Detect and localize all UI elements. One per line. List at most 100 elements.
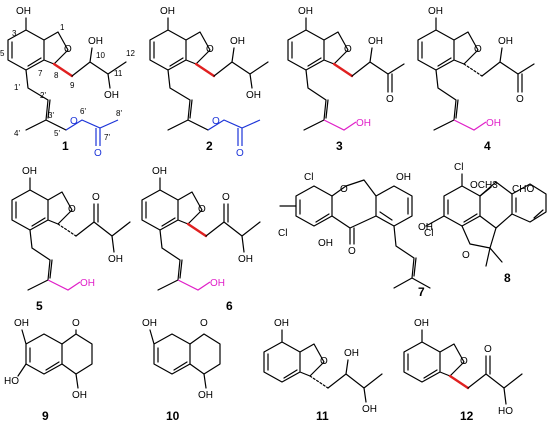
c8-o-ring: O [462, 250, 470, 261]
c12-oh-side: HO [498, 406, 513, 417]
c3-o-ring: O [344, 44, 352, 55]
compound-6: OH O O OH OH 6 [141, 166, 261, 313]
c4-o-ring: O [474, 44, 482, 55]
c6-number: 6 [226, 299, 233, 313]
compound-12: OH O O HO 12 [403, 318, 523, 423]
c1-oh-top: OH [16, 6, 31, 17]
compound-7: O OH Cl Cl OH OH O 7 [278, 172, 433, 299]
c4-oh-end: OH [486, 118, 501, 129]
c8-cl-b: Cl [424, 228, 433, 239]
c1-loc-8: 8 [54, 71, 59, 80]
compound-2: OH O OH OH O O 2 [149, 6, 269, 159]
c2-o-ring: O [206, 44, 214, 55]
c6-oh-top: OH [152, 166, 167, 177]
c7-oh-a: OH [396, 172, 411, 183]
c4-o-keto: O [516, 94, 524, 105]
c11-oh-top: OH [274, 318, 289, 329]
c6-oh-side: OH [238, 254, 253, 265]
c10-oh-c: OH [198, 390, 213, 401]
c5-number: 5 [36, 299, 43, 313]
c9-oh-b: HO [4, 376, 19, 387]
c7-oh-b: OH [318, 238, 333, 249]
c8-cl-a: Cl [454, 162, 463, 173]
c6-o-ring: O [198, 204, 206, 215]
c1-loc-8p: 8' [116, 109, 122, 118]
compound-10: OH O OH 10 [142, 318, 221, 423]
c5-oh-side: OH [108, 254, 123, 265]
c12-o-keto: O [484, 344, 492, 355]
c4-number: 4 [484, 139, 491, 153]
c7-o-ring: O [340, 184, 348, 195]
c9-oh-a: OH [14, 318, 29, 329]
c4-oh-side: OH [498, 36, 513, 47]
c1-number: 1 [62, 139, 69, 153]
c5-oh-top: OH [22, 166, 37, 177]
c2-o-ester: O [212, 116, 220, 127]
c9-o-keto: O [72, 318, 80, 329]
c3-o-keto: O [386, 94, 394, 105]
c8-cho: CHO [512, 184, 534, 195]
compound-5: OH O O OH OH 5 [11, 166, 131, 313]
c1-o-ester: O [70, 116, 78, 127]
c3-number: 3 [336, 139, 343, 153]
c1-loc-5: 5 [0, 49, 5, 58]
c1-loc-1: 1 [60, 23, 65, 32]
compound-8: Cl OCH3 CHO Cl O 8 [424, 162, 547, 285]
c6-oh-end: OH [210, 278, 225, 289]
c12-oh-top: OH [414, 318, 429, 329]
c1-loc-3: 3 [12, 29, 17, 38]
c10-o-keto: O [200, 318, 208, 329]
c7-cl-a: Cl [304, 172, 313, 183]
c12-number: 12 [460, 409, 474, 423]
c7-oh-c: OH [418, 222, 433, 233]
c1-oh-a: OH [88, 36, 103, 47]
compound-4: OH O OH O OH 4 [417, 6, 535, 153]
c2-oh-top: OH [160, 6, 175, 17]
c7-cl-b: Cl [278, 228, 287, 239]
compound-1: OH O OH OH O O 3 1 5 7 8 9 10 11 12 1' 2… [0, 6, 135, 159]
c8-och3: OCH3 [470, 180, 498, 191]
c1-loc-2p: 2' [40, 91, 46, 100]
c7-number: 7 [418, 285, 425, 299]
compound-11: OH O OH OH 11 [263, 318, 383, 423]
compound-9: OH O HO OH 9 [4, 318, 93, 423]
c1-loc-4p: 4' [14, 129, 20, 138]
c1-oh-b: OH [104, 90, 119, 101]
c1-loc-6p: 6' [80, 107, 86, 116]
c3-oh-top: OH [298, 6, 313, 17]
c1-o-ring: O [64, 44, 72, 55]
c11-number: 11 [316, 409, 329, 423]
c5-o-keto: O [92, 192, 100, 203]
c1-o-carbonyl: O [94, 148, 102, 159]
c4-oh-top: OH [428, 6, 443, 17]
c2-number: 2 [206, 139, 213, 153]
c1-loc-11: 11 [114, 69, 123, 78]
c3-oh-end: OH [356, 118, 371, 129]
c1-loc-12: 12 [126, 49, 135, 58]
c5-oh-end: OH [80, 278, 95, 289]
c10-oh-a: OH [142, 318, 157, 329]
c12-o-ring: O [460, 356, 468, 367]
c10-number: 10 [166, 409, 180, 423]
compound-3: OH O OH O OH 3 [287, 6, 405, 153]
c9-number: 9 [42, 409, 49, 423]
c2-oh-a: OH [230, 36, 245, 47]
c11-oh-b: OH [362, 404, 377, 415]
c7-o-keto: O [348, 246, 356, 257]
c1-loc-1p: 1' [14, 83, 20, 92]
c2-o-carbonyl: O [236, 148, 244, 159]
c1-loc-5p: 5' [54, 129, 60, 138]
c1-loc-9: 9 [70, 81, 75, 90]
c9-oh-c: OH [72, 390, 87, 401]
c8-number: 8 [504, 271, 511, 285]
c11-o-ring: O [320, 356, 328, 367]
c6-o-keto: O [222, 192, 230, 203]
c1-loc-7: 7 [38, 69, 43, 78]
c3-oh-side: OH [368, 36, 383, 47]
c1-loc-10: 10 [96, 51, 105, 60]
c11-oh-a: OH [344, 348, 359, 359]
c1-loc-7p: 7' [104, 133, 110, 142]
c2-oh-b: OH [246, 90, 261, 101]
c5-o-ring: O [68, 204, 76, 215]
